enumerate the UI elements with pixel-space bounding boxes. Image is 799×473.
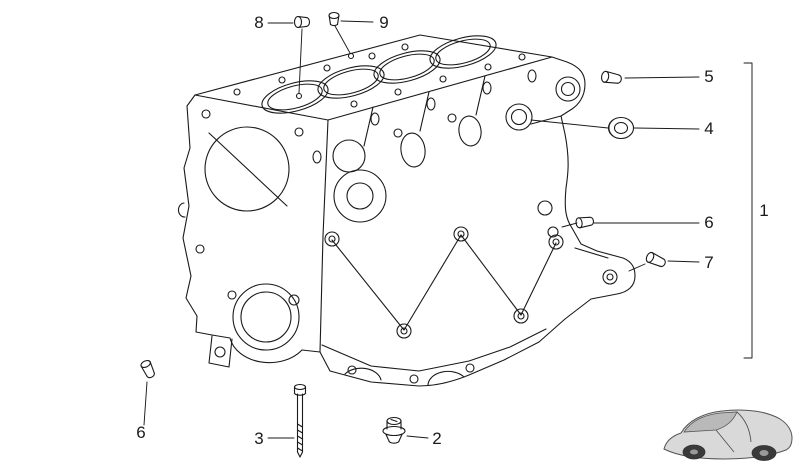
bushing-ring-icon-part-4 <box>607 116 635 140</box>
mount-foot <box>208 335 233 368</box>
plug-icon-part-6-right <box>575 216 594 229</box>
left-edge-notch <box>177 202 186 218</box>
rear-boss <box>530 76 581 125</box>
leader-9 <box>340 20 374 23</box>
cylinder-bores <box>261 35 497 114</box>
leader-6-left <box>143 381 148 426</box>
leader-4-to-block <box>530 119 609 129</box>
deck-bolt-holes <box>233 43 526 108</box>
callout-label-9[interactable]: 9 <box>379 13 388 32</box>
plug-icon-part-7 <box>645 251 666 268</box>
head-bolt-bosses <box>363 69 537 147</box>
plug-icon-part-8 <box>293 15 311 29</box>
leader-4 <box>633 127 700 130</box>
dowel-pin-icon-part-9 <box>328 11 340 27</box>
callout-labels: 8 9 5 4 1 6 7 6 3 2 <box>136 13 768 448</box>
callout-label-7[interactable]: 7 <box>704 253 713 272</box>
car-silhouette-icon <box>663 409 793 461</box>
callout-label-2[interactable]: 2 <box>432 429 441 448</box>
left-face-features <box>195 109 322 351</box>
leader-5 <box>624 76 700 79</box>
leader-7 <box>667 260 700 263</box>
sealing-cap-icon-part-2 <box>382 416 406 444</box>
pan-rail <box>321 328 547 386</box>
callout-label-5[interactable]: 5 <box>704 67 713 86</box>
right-silhouette <box>319 56 636 387</box>
plug-icon-part-6-left <box>140 360 155 379</box>
plug-icon-part-5 <box>600 70 622 84</box>
leader-9-to-block <box>334 25 351 54</box>
leader-6-right-to-block <box>561 222 578 228</box>
crankcase-ribs <box>324 226 564 339</box>
callout-label-6-right[interactable]: 6 <box>704 213 713 232</box>
front-vertical-edge <box>319 119 329 353</box>
callout-label-3[interactable]: 3 <box>254 429 263 448</box>
callout-label-8[interactable]: 8 <box>254 13 263 32</box>
engine-block-illustration <box>177 34 636 387</box>
callout-label-6-left[interactable]: 6 <box>136 423 145 442</box>
leader-7-to-block <box>628 263 646 272</box>
bolt-icon-part-3 <box>293 383 307 458</box>
left-face-edge <box>182 94 321 364</box>
right-face-openings <box>332 103 559 238</box>
callout-label-1[interactable]: 1 <box>759 201 768 220</box>
mount-flange <box>574 247 618 285</box>
leader-8-to-block <box>298 28 303 94</box>
assembly-bracket-1 <box>743 62 753 359</box>
callout-label-4[interactable]: 4 <box>704 119 713 138</box>
leader-lines <box>143 20 753 439</box>
leader-2 <box>406 435 429 439</box>
